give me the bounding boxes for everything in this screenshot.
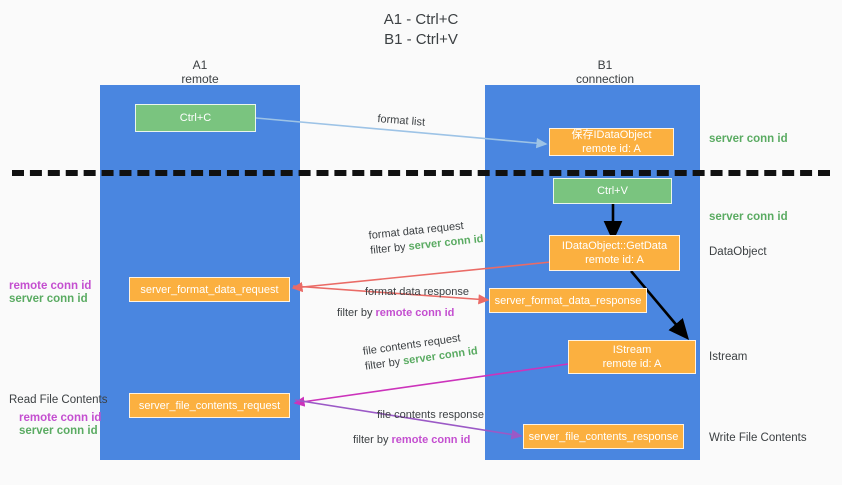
- label-server-conn-id-mid: server conn id: [709, 211, 788, 223]
- caption-file-contents-response-filter-value: remote conn id: [391, 434, 471, 446]
- label-server-conn-id-top: server conn id: [709, 133, 788, 145]
- label-read-file-contents: Read File Contents: [9, 394, 108, 406]
- column-header-b1-sub: connection: [575, 72, 635, 86]
- box-server-format-data-request-label: server_format_data_request: [140, 283, 279, 296]
- box-istream-sub: remote id: A: [602, 358, 662, 370]
- box-ctrl-c-label: Ctrl+C: [179, 112, 212, 124]
- box-ctrl-v-label: Ctrl+V: [597, 185, 628, 197]
- column-header-a1: A1 remote: [100, 58, 300, 86]
- caption-file-contents-response-filter: filter by remote conn id: [353, 433, 470, 448]
- label-istream: Istream: [709, 351, 748, 363]
- label-remote-conn-id-1: remote conn id: [9, 280, 92, 292]
- caption-format-data-response: format data response: [365, 285, 469, 300]
- box-getdata-title: IDataObject::GetData: [561, 240, 668, 252]
- label-server-conn-id-1: server conn id: [9, 293, 88, 305]
- box-server-file-contents-response-label: server_file_contents_response: [528, 430, 679, 443]
- caption-file-contents-response: file contents response: [377, 408, 484, 423]
- label-dataobject: DataObject: [709, 246, 767, 258]
- box-server-file-contents-response[interactable]: server_file_contents_response: [523, 424, 684, 449]
- caption-format-data-request: format data request filter by server con…: [368, 217, 484, 259]
- caption-format-list: format list: [376, 112, 426, 129]
- box-ctrl-c[interactable]: Ctrl+C: [135, 104, 256, 132]
- box-istream-title: IStream: [612, 344, 652, 356]
- box-idataobject[interactable]: 保存IDataObject remote id: A: [549, 128, 674, 156]
- column-header-b1: B1 connection: [505, 58, 705, 86]
- caption-format-data-response-line1: format data response: [365, 286, 469, 298]
- phase-divider: [12, 170, 830, 176]
- box-server-format-data-response-label: server_format_data_response: [494, 294, 642, 307]
- box-ctrl-v[interactable]: Ctrl+V: [553, 178, 672, 204]
- box-server-file-contents-request-label: server_file_contents_request: [138, 399, 281, 412]
- box-server-file-contents-request[interactable]: server_file_contents_request: [129, 393, 290, 418]
- box-server-format-data-request[interactable]: server_format_data_request: [129, 277, 290, 302]
- caption-file-contents-request: file contents request filter by server c…: [362, 329, 479, 375]
- caption-format-data-response-filter: filter by remote conn id: [337, 306, 454, 321]
- box-idataobject-sub: remote id: A: [582, 143, 641, 155]
- box-getdata-sub: remote id: A: [585, 254, 644, 266]
- box-istream[interactable]: IStream remote id: A: [568, 340, 696, 374]
- caption-format-data-request-filter-prefix: filter by: [369, 240, 410, 257]
- title-line-1: A1 - Ctrl+C: [383, 11, 459, 28]
- caption-file-contents-request-filter-prefix: filter by: [364, 355, 405, 373]
- caption-format-data-response-filter-prefix: filter by: [337, 307, 376, 319]
- title-line-2: B1 - Ctrl+V: [384, 31, 458, 48]
- column-header-a1-name: A1: [192, 58, 208, 72]
- page-title: A1 - Ctrl+C B1 - Ctrl+V: [0, 10, 842, 50]
- column-header-b1-name: B1: [597, 58, 613, 72]
- caption-format-data-response-filter-value: remote conn id: [375, 307, 455, 319]
- box-server-format-data-response[interactable]: server_format_data_response: [489, 288, 647, 313]
- label-server-conn-id-2: server conn id: [19, 425, 98, 437]
- box-idataobject-getdata[interactable]: IDataObject::GetData remote id: A: [549, 235, 680, 271]
- caption-file-contents-response-line1: file contents response: [377, 409, 485, 421]
- column-header-a1-sub: remote: [181, 72, 219, 86]
- caption-file-contents-response-filter-prefix: filter by: [353, 434, 392, 446]
- box-idataobject-title: 保存IDataObject: [571, 129, 652, 141]
- label-remote-conn-id-2: remote conn id: [19, 412, 102, 424]
- label-write-file-contents: Write File Contents: [709, 432, 807, 444]
